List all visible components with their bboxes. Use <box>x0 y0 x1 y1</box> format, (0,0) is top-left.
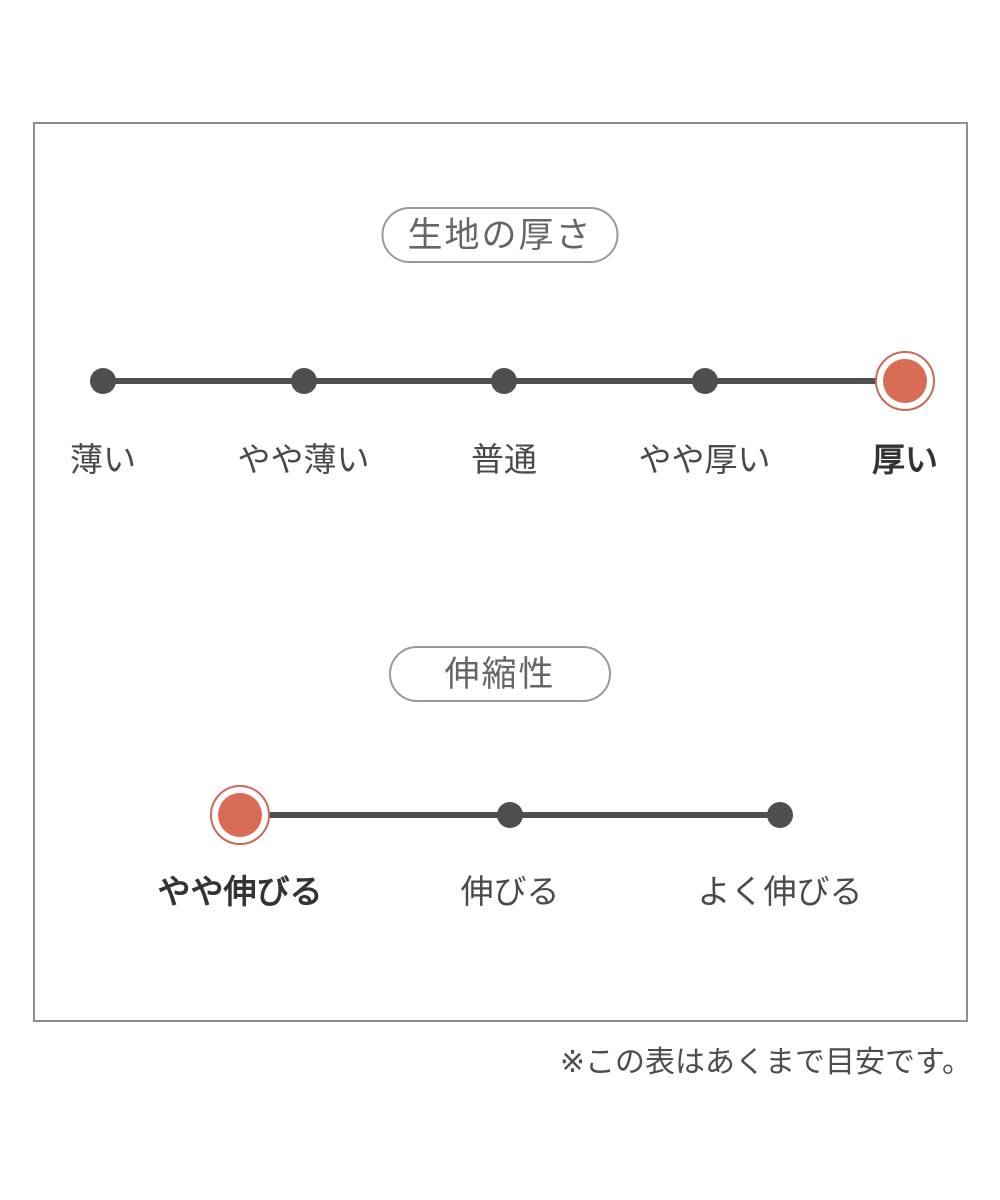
thickness-title: 生地の厚さ <box>407 215 593 255</box>
selected-dot <box>883 359 927 403</box>
selected-dot <box>218 793 262 837</box>
footnote: ※この表はあくまで目安です。 <box>559 1046 972 1079</box>
scale-dot <box>491 368 517 394</box>
scale-label: やや厚い <box>638 441 771 478</box>
thickness-title-pill: 生地の厚さ <box>381 207 619 263</box>
scale-label: 普通 <box>471 441 537 478</box>
scale-label: 伸びる <box>460 873 560 910</box>
scale-dot <box>90 368 116 394</box>
stretch-title-pill: 伸縮性 <box>389 646 611 702</box>
scale-label-selected: やや伸びる <box>157 873 323 910</box>
scale-dot <box>497 802 523 828</box>
scale-dot <box>691 368 718 394</box>
scale-label-selected: 厚い <box>872 441 938 478</box>
scale-dot <box>290 368 317 394</box>
chart-frame <box>33 122 968 1022</box>
scale-label: 薄い <box>70 441 136 478</box>
scale-dot <box>767 802 793 828</box>
stretch-title: 伸縮性 <box>444 654 556 694</box>
scale-label: よく伸びる <box>697 873 863 910</box>
scale-label: やや薄い <box>237 441 370 478</box>
